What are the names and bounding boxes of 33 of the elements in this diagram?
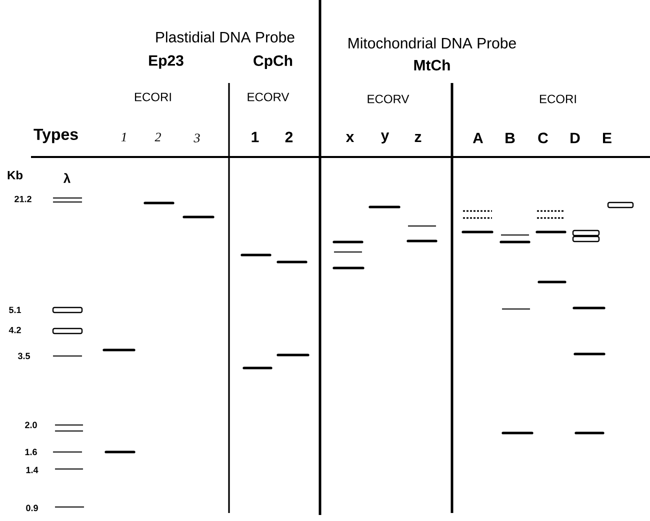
size-label: 21.2 xyxy=(14,196,32,202)
lane-label: 2 xyxy=(285,132,293,142)
enzyme-label: ECORV xyxy=(248,92,290,102)
lane-label: 1 xyxy=(121,132,126,142)
probe-label: Plastidial DNA Probe xyxy=(156,32,294,42)
size-label: 1.4 xyxy=(26,466,38,474)
probe-name: MtCh xyxy=(414,60,450,70)
lane-label: A xyxy=(472,132,484,144)
lane-label: x xyxy=(346,134,354,142)
probe-name: Ep23 xyxy=(149,55,184,69)
lane-label: B xyxy=(506,132,515,144)
size-label: 1.6 xyxy=(25,448,37,456)
lane-label: 2 xyxy=(154,132,161,142)
size-label: 2.0 xyxy=(25,422,37,428)
size-label: 5.1 xyxy=(9,306,21,314)
enzyme-label: ECORV xyxy=(368,94,410,104)
axis-unit: Kb xyxy=(8,170,22,180)
lane-label: C xyxy=(538,132,548,144)
lane-label: 3 xyxy=(194,134,200,142)
lane-label: y xyxy=(380,132,390,144)
size-label: 3.5 xyxy=(18,352,30,360)
probe-name: CpCh xyxy=(254,55,292,69)
size-label: 4.2 xyxy=(8,326,21,334)
enzyme-label: ECORI xyxy=(540,94,576,104)
lane-label: 1 xyxy=(252,132,259,142)
column-heading: Types xyxy=(34,128,78,144)
lane-label: D xyxy=(570,132,580,144)
size-label: 0.9 xyxy=(26,504,38,512)
marker-lane-label: λ xyxy=(63,173,70,183)
enzyme-label: ECORI xyxy=(135,92,171,102)
lane-label: z xyxy=(414,134,422,142)
lane-label: E xyxy=(603,132,612,144)
probe-label: Mitochondrial DNA Probe xyxy=(348,38,516,48)
